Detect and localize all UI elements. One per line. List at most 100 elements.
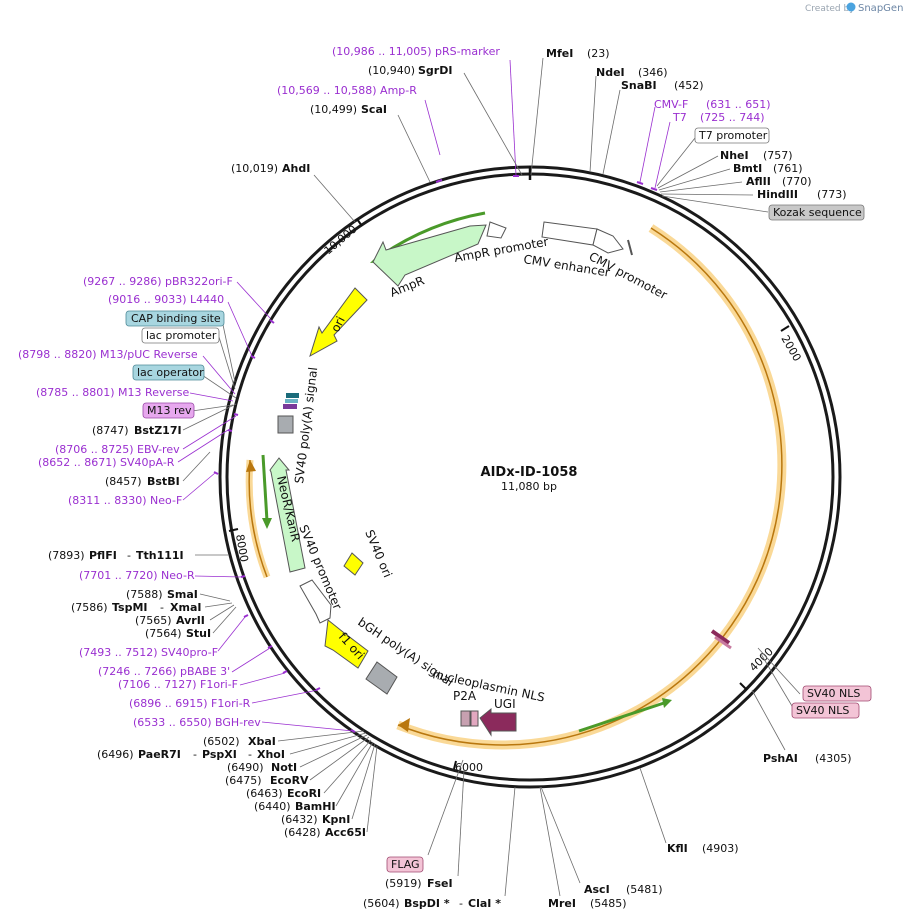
leader-f1ori-r — [251, 689, 319, 704]
label-pflfi-pos: (7893) — [48, 549, 85, 562]
label-hindiii-pos: (773) — [817, 188, 847, 201]
label-lac-promoter: lac promoter — [146, 329, 217, 342]
label-acc65i-pos: (6428) — [284, 826, 321, 839]
p2a-label: P2A — [453, 689, 477, 703]
mark-t7 — [650, 187, 658, 191]
mark-sv40pa-r — [227, 429, 233, 432]
label-xbai-pos: (6502) — [203, 735, 240, 748]
leader-paer7i — [289, 732, 367, 755]
t7-promoter-box — [694, 127, 770, 144]
leader-xbai — [277, 730, 365, 742]
label-scai-pos: (10,499) — [310, 103, 357, 116]
mark-pbabe3 — [267, 645, 273, 649]
label-f1ori-f: (7106 .. 7127) F1ori-F — [118, 678, 238, 691]
mark-f1ori-r — [315, 687, 321, 691]
leader-snabi — [602, 89, 621, 175]
mark-sv40pro-f — [243, 614, 249, 618]
orange-arc-band — [396, 224, 787, 750]
ugi-label: UGI — [494, 697, 516, 711]
label-acc65i: Acc65I — [325, 826, 366, 839]
label-sv40-nls-1: SV40 NLS — [807, 687, 860, 700]
tick-6000 — [453, 760, 457, 770]
leader-nhei — [657, 155, 719, 189]
label-bamhi: BamHI — [295, 800, 336, 813]
label-neo-f: (8311 .. 8330) Neo-F — [68, 494, 182, 507]
credit-prefix: Created by — [805, 4, 855, 14]
label-flag: FLAG — [391, 858, 420, 871]
leader-sgrdi — [463, 72, 523, 176]
leader-neo-r — [194, 575, 243, 578]
label-tspmi-pos: (7586) — [71, 601, 108, 614]
label-ndei: NdeI — [596, 66, 625, 79]
tick-2000 — [780, 325, 790, 332]
leader-sv40pa-r — [177, 429, 229, 463]
m13-rev-mark — [283, 404, 297, 409]
label-bstbi: BstBI — [147, 475, 180, 488]
leader-neo-f — [182, 472, 216, 501]
plasmid-name: AIDx-ID-1058 — [481, 465, 578, 480]
label-pflfi: PflFI — [89, 549, 117, 562]
label-bstbi-pos: (8457) — [105, 475, 142, 488]
leader-sv40-nls-1 — [757, 647, 801, 695]
ampr-arrow — [372, 224, 487, 287]
label-sv40-nls-2: SV40 NLS — [796, 704, 849, 717]
label-ecorv: EcoRV — [270, 774, 309, 787]
green-arcs — [261, 211, 672, 733]
label-cap-site: CAP binding site — [131, 312, 221, 325]
label-pshai: PshAI — [763, 752, 798, 765]
label-t7-promoter: T7 promoter — [698, 129, 768, 142]
label-m13-reverse: (8785 .. 8801) M13 Reverse — [36, 386, 189, 399]
mark-ampr-primer — [435, 179, 443, 183]
lac-operator-mark — [286, 393, 299, 398]
t7-mark — [627, 239, 633, 256]
snapgene-logo-icon — [846, 2, 856, 12]
label-mrei-pos: (5485) — [590, 897, 627, 910]
label-cmv-f: CMV-F — [654, 98, 688, 111]
ori-label: ori — [328, 314, 348, 334]
mark-neo-r — [240, 575, 246, 578]
label-cmv-f-pos: (631 .. 651) — [706, 98, 771, 111]
leader-pshai — [751, 689, 786, 751]
label-pshai-pos: (4305) — [815, 752, 852, 765]
green-arc-left-arrowhead — [262, 518, 272, 529]
label-clai: ClaI * — [468, 897, 501, 910]
label-paer7i: PaeR7I — [138, 748, 181, 761]
label-bstz17i: BstZ17I — [134, 424, 182, 437]
label-f1ori-r: (6896 .. 6915) F1ori-R — [129, 697, 251, 710]
label-paer7i-pos: (6496) — [97, 748, 134, 761]
label-ecorv-pos: (6475) — [225, 774, 262, 787]
leader-prs-marker — [509, 59, 517, 176]
label-bspdi-pos: (5604) — [363, 897, 400, 910]
leader-lac-operator — [201, 374, 237, 399]
leader-bamhi — [335, 741, 374, 807]
orange-arc-arrowhead — [398, 718, 410, 732]
leader-sv40pro-f — [217, 616, 246, 652]
label-smai: SmaI — [167, 588, 198, 601]
leader-m13-puc — [202, 355, 236, 395]
label-kozak: Kozak sequence — [773, 206, 862, 219]
label-kpni: KpnI — [322, 813, 350, 826]
primer-marks — [213, 175, 658, 733]
label-smai-pos: (7588) — [126, 588, 163, 601]
tick-label-10000: 10,000 — [322, 223, 360, 258]
mark-neo-f — [213, 471, 219, 475]
tick-4000 — [739, 682, 748, 691]
ampr-promoter-arrow — [486, 221, 507, 239]
f1-ori-arrow — [324, 619, 369, 669]
tick-label-8000: 8000 — [233, 533, 251, 563]
leader-stui — [212, 606, 237, 634]
leader-mfei — [530, 57, 544, 176]
leader-kfli — [639, 767, 667, 844]
label-mfei: MfeI — [546, 47, 573, 60]
leader-t7-promoter — [656, 137, 696, 187]
label-pspxi-dash: - — [248, 748, 252, 761]
sv40-nls-box-1 — [802, 685, 872, 702]
plasmid-size: 11,080 bp — [501, 480, 557, 493]
leader-smai — [199, 593, 231, 602]
ori-arrow — [309, 287, 368, 358]
leader-t7 — [654, 121, 671, 189]
label-tth111i: Tth111I — [136, 549, 184, 562]
label-pspxi: PspXI — [202, 748, 237, 761]
label-ecori-pos: (6463) — [246, 787, 283, 800]
features — [269, 221, 732, 737]
